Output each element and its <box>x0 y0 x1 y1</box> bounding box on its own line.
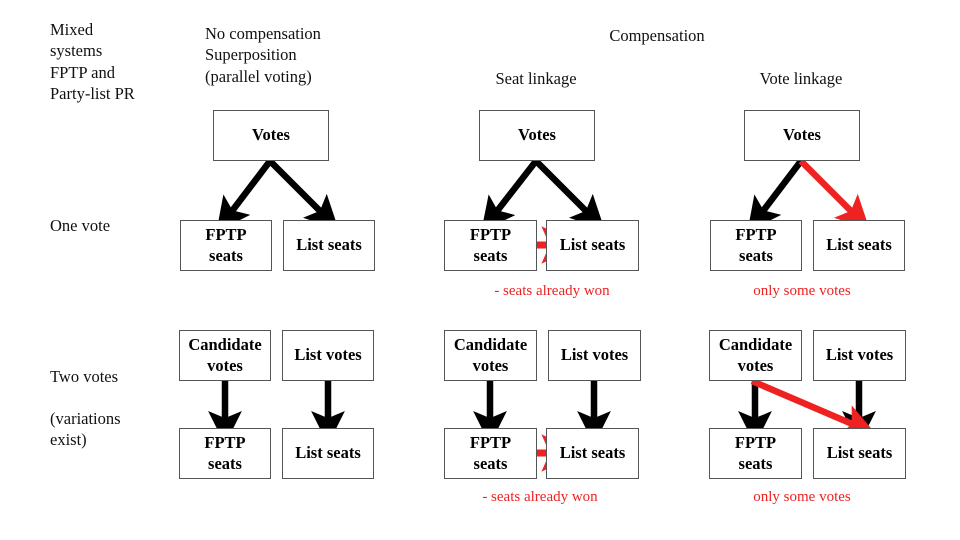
arrow-r2c3-candidate-to-listseats-red <box>750 378 877 437</box>
node-r1c1-votes[interactable]: Votes <box>213 110 329 161</box>
node-r2c1-list-votes[interactable]: List votes <box>282 330 374 381</box>
node-r2c1-list-seats[interactable]: List seats <box>282 428 374 479</box>
arrow-r1c1-votes-to-list <box>267 158 339 230</box>
node-r1c3-votes[interactable]: Votes <box>744 110 860 161</box>
node-r1c1-list-seats[interactable]: List seats <box>283 220 375 271</box>
node-r1c2-list-seats[interactable]: List seats <box>546 220 639 271</box>
node-r2c3-list-votes[interactable]: List votes <box>813 330 906 381</box>
arrow-r1c3-votes-to-fptp <box>747 159 804 232</box>
node-r1c3-fptp-seats[interactable]: FPTP seats <box>710 220 802 271</box>
caption-r2c3-only-some-votes: only some votes <box>753 489 851 505</box>
node-r2c3-fptp-seats[interactable]: FPTP seats <box>709 428 802 479</box>
node-r2c1-fptp-seats[interactable]: FPTP seats <box>179 428 271 479</box>
row-label-one-vote: One vote <box>50 216 111 235</box>
node-r1c2-votes[interactable]: Votes <box>479 110 595 161</box>
group-header-compensation: Compensation <box>609 26 705 45</box>
arrow-r1c2-votes-to-fptp <box>481 159 539 232</box>
node-r2c3-candidate-votes[interactable]: Candidate votes <box>709 330 802 381</box>
node-r2c3-list-seats[interactable]: List seats <box>813 428 906 479</box>
arrow-r1c3-votes-to-list-red <box>798 158 870 230</box>
node-r1c1-fptp-seats[interactable]: FPTP seats <box>180 220 272 271</box>
node-r1c2-fptp-seats[interactable]: FPTP seats <box>444 220 537 271</box>
node-r2c2-candidate-votes[interactable]: Candidate votes <box>444 330 537 381</box>
row-label-two-votes-sub: (variations exist) <box>50 409 121 450</box>
caption-r1c2-seats-already-won: - seats already won <box>494 283 610 299</box>
node-r2c1-candidate-votes[interactable]: Candidate votes <box>179 330 271 381</box>
column-header-no-compensation: No compensation Superposition (parallel … <box>205 24 321 86</box>
caption-r2c2-seats-already-won: - seats already won <box>482 489 598 505</box>
arrow-r1c2-votes-to-list <box>533 158 605 230</box>
node-r2c2-list-votes[interactable]: List votes <box>548 330 641 381</box>
node-r2c2-fptp-seats[interactable]: FPTP seats <box>444 428 537 479</box>
arrow-r1c1-votes-to-fptp <box>216 159 273 232</box>
node-r2c2-list-seats[interactable]: List seats <box>546 428 639 479</box>
column-header-seat-linkage: Seat linkage <box>495 69 577 88</box>
caption-r1c3-only-some-votes: only some votes <box>753 283 851 299</box>
corner-label: Mixed systems FPTP and Party-list PR <box>50 20 135 104</box>
node-r1c3-list-seats[interactable]: List seats <box>813 220 905 271</box>
row-label-two-votes: Two votes <box>50 367 119 386</box>
column-header-vote-linkage: Vote linkage <box>759 69 843 88</box>
